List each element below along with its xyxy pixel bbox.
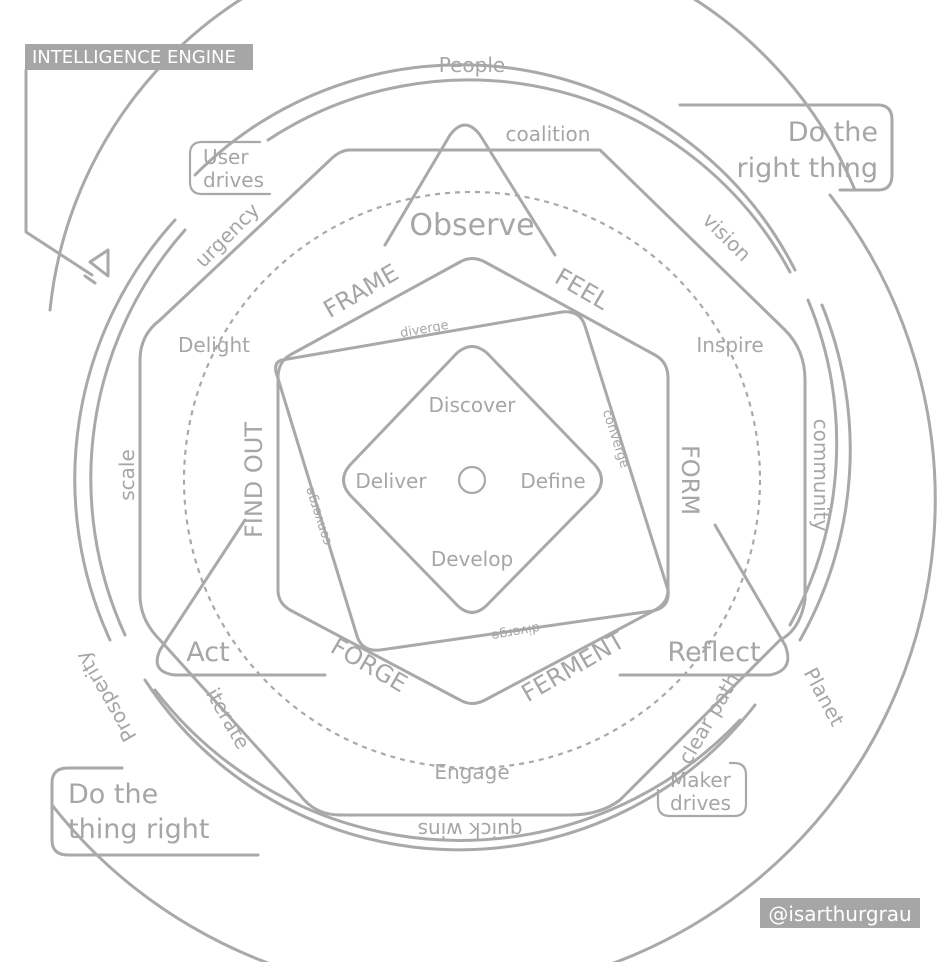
label-prosperity: Prosperity <box>70 647 141 746</box>
user-drives-line1: User <box>203 145 249 169</box>
engine-label: INTELLIGENCE ENGINE <box>32 47 236 68</box>
label-urgency: urgency <box>190 198 264 272</box>
label-planet: Planet <box>799 663 850 730</box>
label-deliver: Deliver <box>355 469 427 493</box>
label-define: Define <box>520 469 585 493</box>
middle-ring-arc-right-inner <box>798 303 852 642</box>
maker-drives-line1: Maker <box>670 768 732 792</box>
label-quick-wins: quick wins <box>418 818 523 842</box>
inner-diamond <box>342 345 603 614</box>
label-community: community <box>809 419 833 532</box>
label-converge-left: converge <box>302 485 335 547</box>
credit-text: @isarthurgrau <box>768 902 911 926</box>
middle-ring-arc-left <box>89 228 187 637</box>
label-inspire: Inspire <box>696 333 763 357</box>
label-iterate: iterate <box>201 684 255 753</box>
middle-ring-arc-right <box>788 298 839 627</box>
label-scale: scale <box>115 449 139 501</box>
label-reflect: Reflect <box>667 637 760 668</box>
engine-connector <box>24 68 94 277</box>
triangle-left-edge <box>383 123 557 257</box>
engine-label-bg <box>25 44 253 70</box>
engine-arrow-icon <box>83 248 110 285</box>
outer-ring-arc-left <box>48 0 857 312</box>
maker-drives-line2: drives <box>670 791 731 815</box>
label-frame: FRAME <box>319 258 404 323</box>
middle-ring-arc-bottom-inner <box>153 688 742 842</box>
outer-heptagon <box>138 148 807 817</box>
outer-ring-arc-main <box>50 193 937 962</box>
middle-ring-arc-top <box>193 63 797 272</box>
middle-ring-arc-top-inner <box>266 78 792 274</box>
callout-right-thing-line2: right thing <box>737 153 878 184</box>
center-circle <box>457 465 487 495</box>
label-develop: Develop <box>431 547 513 571</box>
label-diverge-bottom: diverge <box>490 620 541 643</box>
callout-user-drives-box <box>188 140 272 196</box>
label-people: People <box>439 53 505 77</box>
user-drives-line2: drives <box>203 168 264 192</box>
label-observe: Observe <box>409 208 534 243</box>
label-diverge-top: diverge <box>399 318 450 341</box>
callout-maker-drives-box <box>656 761 748 818</box>
label-engage: Engage <box>434 760 509 784</box>
label-find-out: FIND OUT <box>240 422 268 538</box>
label-act: Act <box>186 637 229 668</box>
label-form: FORM <box>676 445 704 515</box>
rotated-square <box>274 310 670 652</box>
label-feel: FEEL <box>550 263 614 316</box>
label-converge-right: converge <box>599 408 632 470</box>
callout-thing-right-line2: thing right <box>68 814 209 845</box>
label-coalition: coalition <box>506 122 591 146</box>
label-delight: Delight <box>178 333 250 357</box>
label-forge: FORGE <box>326 632 412 698</box>
triangle-left-edge-lower <box>155 518 327 677</box>
label-ferment: FERMENT <box>517 626 630 707</box>
triangle-right-edge <box>618 523 790 677</box>
label-discover: Discover <box>429 393 517 417</box>
dashed-circle <box>182 190 762 770</box>
middle-ring-arc-left-inner <box>73 218 177 642</box>
callout-thing-right-line1: Do the <box>68 779 158 810</box>
callout-thing-right-box <box>50 766 260 857</box>
label-vision: vision <box>698 208 756 266</box>
middle-ring-arc-bottom <box>143 678 757 852</box>
callout-right-thing-box <box>678 103 894 192</box>
callout-right-thing-line1: Do the <box>788 117 878 148</box>
credit-bg <box>760 898 920 928</box>
